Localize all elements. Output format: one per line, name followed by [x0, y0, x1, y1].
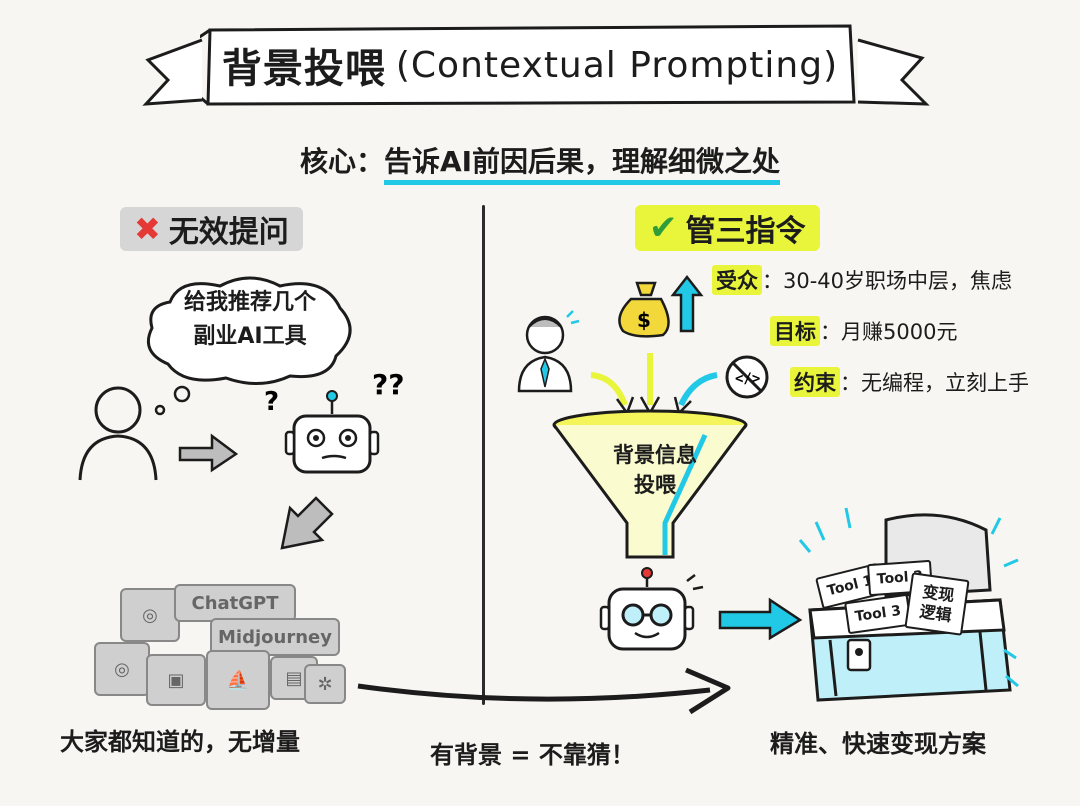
funnel-label: 背景信息 投喂: [580, 440, 730, 500]
funnel-line-2: 投喂: [634, 473, 676, 497]
arrow-down-left-icon: [280, 496, 334, 550]
svg-text:$: $: [637, 308, 651, 332]
left-caption: 大家都知道的，无增量: [60, 728, 300, 756]
sparkle-icon: ✲: [304, 664, 346, 704]
banner-right-fold: [857, 38, 930, 106]
left-flow-illustration: ? ??: [78, 370, 404, 550]
subtitle-highlight: 告诉AI前因后果，理解细微之处: [383, 145, 781, 185]
good-example-title: 管三指令: [685, 214, 806, 249]
funnel-illustration: $ </>: [517, 274, 769, 559]
banner-ribbon: [200, 24, 856, 106]
constraint-row-audience: 受众 ：30-40岁职场中层，焦虑: [712, 265, 1012, 295]
funnel-line-1: 背景信息: [613, 443, 697, 467]
no-code-icon: </>: [725, 355, 769, 399]
input-arrows-icon: [590, 353, 718, 416]
bad-example-header: ✖ 无效提问: [120, 207, 303, 251]
confused-robot-icon: [284, 390, 380, 474]
svg-text:</>: </>: [735, 371, 760, 387]
app-label-chatgpt: ChatGPT: [174, 584, 296, 622]
midjourney-boat-icon: ⛵: [206, 650, 270, 710]
speech-line-1: 给我推荐几个: [183, 290, 316, 315]
page-title: 背景投喂 (Contextual Prompting): [200, 22, 860, 108]
speech-bubble: 给我推荐几个 副业AI工具: [140, 272, 360, 392]
constraint-row-goal: 目标 ：月赚5000元: [770, 316, 957, 346]
title-latin: (Contextual Prompting): [395, 44, 839, 86]
thought-cloud: [147, 276, 352, 386]
tag-constraint: 约束: [790, 367, 840, 397]
title-main: 背景投喂: [221, 46, 386, 92]
treasure-chest: Tool 1 Tool 2 Tool 3 变现 逻辑: [790, 500, 1030, 710]
cross-icon: ✖: [134, 210, 161, 248]
good-example-header: ✔ 管三指令: [635, 205, 820, 251]
chatgpt-logo-icon: ◎: [120, 588, 180, 642]
scroll-monetization-logic: 变现 逻辑: [904, 572, 970, 636]
question-mark-left: ?: [264, 387, 279, 417]
middle-caption: 有背景 = 不靠猜！: [430, 741, 635, 769]
result-arrow-icon: [357, 667, 731, 715]
tag-audience: 受众: [712, 265, 762, 295]
generic-apps-pile: ◎ ChatGPT Midjourney ◎ ▣ ⛵ ▤ ✲: [90, 580, 350, 710]
bad-example-title: 无效提问: [168, 215, 289, 250]
happy-robot-icon: [599, 567, 704, 651]
right-caption: 精准、快速变现方案: [770, 730, 986, 758]
money-bag-icon: $: [618, 281, 670, 338]
text-goal: ：月赚5000元: [820, 320, 958, 344]
vertical-divider: [482, 205, 485, 705]
arrow-up-icon: [670, 274, 704, 333]
thought-dot-small: [154, 404, 166, 416]
person-icon: [78, 386, 158, 481]
app-label-midjourney: Midjourney: [210, 618, 340, 656]
arrow-right-icon: [178, 433, 239, 473]
check-icon: ✔: [649, 208, 678, 248]
chatgpt-logo-icon-2: ◎: [94, 642, 150, 696]
text-audience: ：30-40岁职场中层，焦虑: [762, 269, 1013, 293]
banner-left-fold: [142, 38, 203, 106]
tag-goal: 目标: [770, 316, 820, 346]
question-marks-right: ??: [372, 370, 404, 401]
subtitle: 核心：告诉AI前因后果，理解细微之处: [0, 140, 1080, 185]
stressed-person-icon: [517, 310, 580, 393]
title-banner: 背景投喂 (Contextual Prompting): [200, 22, 860, 108]
text-constraint: ：无编程，立刻上手: [840, 371, 1029, 395]
arrow-to-chest-icon: [718, 597, 803, 641]
speech-line-2: 副业AI工具: [193, 324, 307, 349]
subtitle-prefix: 核心：: [299, 145, 384, 178]
image-icon: ▣: [146, 654, 206, 706]
thought-dot-large: [173, 385, 191, 403]
constraint-row-limit: 约束 ：无编程，立刻上手: [790, 367, 1029, 397]
funnel-icon: [552, 409, 748, 559]
